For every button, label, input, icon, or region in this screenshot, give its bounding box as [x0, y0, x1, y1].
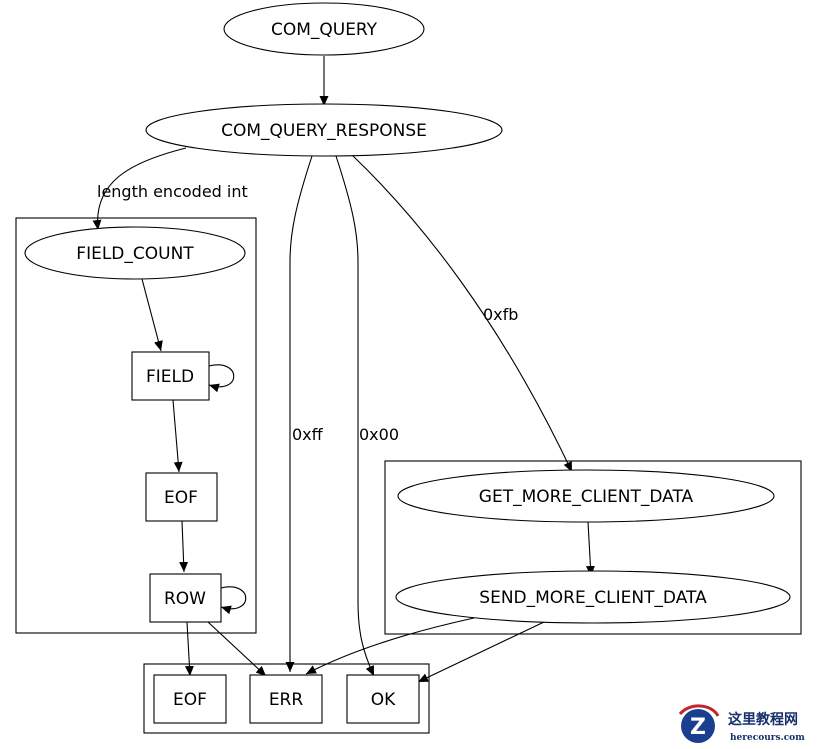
local-infile-cluster: [384, 460, 802, 635]
logo-swoosh-icon: [678, 704, 720, 717]
node-label: ERR: [269, 690, 304, 710]
node-label: ROW: [164, 589, 206, 609]
node-com-query-response: COM_QUERY_RESPONSE: [145, 103, 503, 157]
node-row: ROW: [149, 573, 222, 623]
edge-response-to-field-count: [92, 147, 187, 231]
node-ok: OK: [346, 674, 420, 724]
edge-label-ok-code: 0x00: [359, 425, 399, 444]
edge-response-to-get-more: [351, 154, 573, 473]
node-label: COM_QUERY_RESPONSE: [221, 121, 427, 141]
edge-label-length-encoded-int: length encoded int: [97, 182, 248, 201]
edge-response-to-ok: [335, 155, 375, 677]
edge-get-more-to-send-more: [585, 521, 595, 577]
edge-label-err-code: 0xff: [292, 425, 324, 444]
node-eof-resultset: EOF: [145, 472, 218, 522]
watermark-en-text: herecours.com: [730, 733, 805, 743]
node-label: GET_MORE_CLIENT_DATA: [479, 487, 694, 507]
edge-eof-to-row: [179, 520, 189, 573]
logo-letter: Z: [690, 715, 706, 740]
edge-row-to-err: [207, 621, 267, 677]
node-field: FIELD: [131, 351, 210, 401]
edge-field-count-to-field: [141, 278, 163, 352]
watermark-cn-text: 这里教程网: [728, 711, 798, 728]
edge-field-to-eof: [172, 399, 183, 473]
node-field-count: FIELD_COUNT: [24, 226, 246, 280]
node-get-more-client-data: GET_MORE_CLIENT_DATA: [397, 469, 775, 523]
watermark-logo: Z 这里教程网 herecours.com: [678, 704, 805, 743]
node-send-more-client-data: SEND_MORE_CLIENT_DATA: [395, 570, 791, 624]
edge-row-loop: [220, 586, 247, 615]
node-label: COM_QUERY: [271, 20, 378, 40]
edge-row-to-eof: [184, 621, 194, 677]
node-com-query: COM_QUERY: [223, 2, 425, 56]
node-label: EOF: [164, 488, 198, 508]
node-eof-final: EOF: [153, 674, 227, 724]
node-label: OK: [371, 690, 396, 710]
edge-label-local-infile-code: 0xfb: [483, 305, 518, 324]
node-label: FIELD: [146, 367, 194, 387]
node-label: SEND_MORE_CLIENT_DATA: [479, 588, 707, 608]
resultset-cluster: [15, 217, 257, 634]
node-err: ERR: [249, 674, 323, 724]
node-label: FIELD_COUNT: [76, 244, 194, 264]
edge-response-to-err: [285, 155, 313, 672]
edge-send-more-to-ok: [417, 621, 545, 683]
logo-circle-icon: [681, 709, 715, 743]
edge-field-loop: [208, 364, 235, 393]
node-label: EOF: [173, 690, 207, 710]
edge-send-more-to-err: [305, 617, 475, 675]
